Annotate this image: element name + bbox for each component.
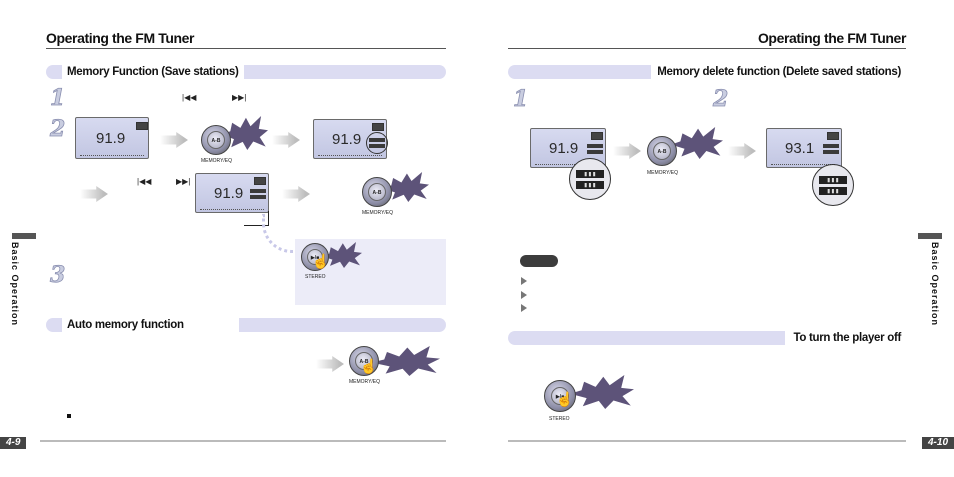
memory-eq-button[interactable]: A-B bbox=[349, 346, 379, 376]
play-button-face: ▶/■ bbox=[307, 249, 323, 265]
note-triangle-icon bbox=[521, 304, 527, 312]
memory-eq-button[interactable]: A-B bbox=[362, 177, 392, 207]
memory-eq-label: MEMORY/EQ bbox=[201, 158, 233, 164]
right-page-title: Operating the FM Tuner bbox=[757, 30, 906, 46]
play-button-face: ▶/■ bbox=[551, 387, 569, 405]
note-triangle-icon bbox=[521, 277, 527, 285]
right-header-rule bbox=[508, 48, 906, 49]
bullet-square bbox=[67, 414, 71, 418]
page-number-right: 4-10 bbox=[921, 437, 954, 449]
lcd-frequency: 91.9 bbox=[549, 140, 579, 157]
hand-press-icon: ☝ bbox=[556, 391, 574, 408]
memory-eq-label: MEMORY/EQ bbox=[349, 379, 381, 385]
side-tab-right bbox=[918, 233, 942, 239]
ab-button-face: A-B bbox=[207, 131, 225, 149]
battery-icon bbox=[591, 132, 603, 140]
section-title-memory: Memory Function (Save stations) bbox=[62, 65, 244, 79]
battery-icon bbox=[827, 132, 839, 140]
step-number-1: 1 bbox=[50, 85, 66, 112]
play-stop-button[interactable]: ▶/■ bbox=[301, 243, 329, 271]
battery-icon bbox=[254, 177, 266, 185]
lcd-scale bbox=[200, 206, 264, 210]
channel-indicator bbox=[823, 150, 839, 154]
prev-track-icon: |◀◀ bbox=[182, 93, 197, 102]
lcd-scale bbox=[535, 161, 599, 165]
lcd-frequency: 91.9 bbox=[96, 130, 126, 147]
battery-icon bbox=[372, 123, 384, 131]
ab-button-face: A-B bbox=[653, 142, 671, 160]
channel-segment: ▮▮▮ bbox=[576, 181, 604, 189]
section-title-delete: Memory delete function (Delete saved sta… bbox=[651, 65, 906, 79]
press-burst-icon bbox=[671, 127, 723, 159]
section-title-off: To turn the player off bbox=[785, 331, 906, 345]
lcd-scale bbox=[80, 152, 144, 156]
lcd-display-b: 91.9 bbox=[313, 119, 388, 159]
side-tab-left bbox=[12, 233, 36, 239]
page-number-left: 4-9 bbox=[0, 437, 27, 449]
left-header-rule bbox=[46, 48, 446, 49]
play-stop-button[interactable]: ▶/■ bbox=[544, 380, 576, 412]
lcd-scale bbox=[771, 161, 835, 165]
preset-indicator bbox=[250, 189, 266, 193]
side-label-right: Basic Operation bbox=[930, 242, 940, 327]
arrow-right-icon bbox=[160, 132, 188, 148]
arrow-right-icon bbox=[80, 186, 108, 202]
preset-segment: ▮▮▮ bbox=[819, 176, 847, 184]
preset-segment: ▮▮▮ bbox=[576, 170, 604, 178]
stereo-label: STEREO bbox=[305, 274, 326, 280]
footer-rule-right bbox=[508, 440, 906, 442]
arrow-right-icon bbox=[316, 356, 344, 372]
zoom-circle: ▮▮▮ ▮▮▮ bbox=[569, 158, 611, 200]
arrow-right-icon bbox=[728, 143, 756, 159]
lcd-scale bbox=[318, 152, 382, 156]
arrow-right-icon bbox=[272, 132, 300, 148]
ab-button-face: A-B bbox=[355, 352, 373, 370]
channel-indicator bbox=[587, 150, 603, 154]
hand-press-icon: ☝ bbox=[312, 253, 330, 270]
preset-indicator bbox=[369, 138, 385, 142]
channel-indicator bbox=[250, 195, 266, 199]
note-triangle-icon bbox=[521, 291, 527, 299]
next-track-icon: ▶▶| bbox=[232, 93, 247, 102]
arrow-right-icon bbox=[613, 143, 641, 159]
battery-icon bbox=[136, 122, 148, 130]
channel-segment: ▮▮▮ bbox=[819, 187, 847, 195]
lcd-frequency: 91.9 bbox=[214, 185, 244, 202]
lcd-display-b: 93.1 bbox=[766, 128, 842, 168]
memory-eq-button[interactable]: A-B bbox=[201, 125, 231, 155]
step-number-2: 2 bbox=[50, 116, 66, 143]
press-burst-icon bbox=[372, 346, 440, 376]
section-title-auto: Auto memory function bbox=[62, 318, 239, 332]
step-number-3: 3 bbox=[50, 262, 66, 289]
memory-eq-label: MEMORY/EQ bbox=[362, 210, 394, 216]
preset-indicator bbox=[823, 144, 839, 148]
lcd-frequency: 91.9 bbox=[332, 131, 362, 148]
prev-track-icon: |◀◀ bbox=[137, 177, 152, 186]
lcd-display-a: 91.9 bbox=[75, 117, 149, 159]
stereo-label: STEREO bbox=[549, 416, 570, 422]
hand-press-icon: ☝ bbox=[360, 358, 378, 375]
lcd-display-c: 91.9 bbox=[195, 173, 269, 213]
step-number-2: 2 bbox=[713, 86, 729, 113]
next-track-icon: ▶▶| bbox=[176, 177, 191, 186]
channel-indicator bbox=[369, 144, 385, 148]
press-burst-icon bbox=[570, 375, 634, 409]
side-label-left: Basic Operation bbox=[10, 242, 20, 327]
ab-button-face: A-B bbox=[368, 183, 386, 201]
zoom-circle bbox=[366, 132, 388, 154]
arrow-right-icon bbox=[282, 186, 310, 202]
step-number-1: 1 bbox=[513, 86, 529, 113]
note-badge bbox=[520, 255, 558, 267]
left-page-title: Operating the FM Tuner bbox=[46, 30, 195, 46]
memory-eq-button[interactable]: A-B bbox=[647, 136, 677, 166]
footer-rule-left bbox=[40, 440, 446, 442]
zoom-circle: ▮▮▮ ▮▮▮ bbox=[812, 164, 854, 206]
preset-indicator bbox=[587, 144, 603, 148]
memory-eq-label: MEMORY/EQ bbox=[647, 170, 679, 176]
lcd-frequency: 93.1 bbox=[785, 140, 815, 157]
